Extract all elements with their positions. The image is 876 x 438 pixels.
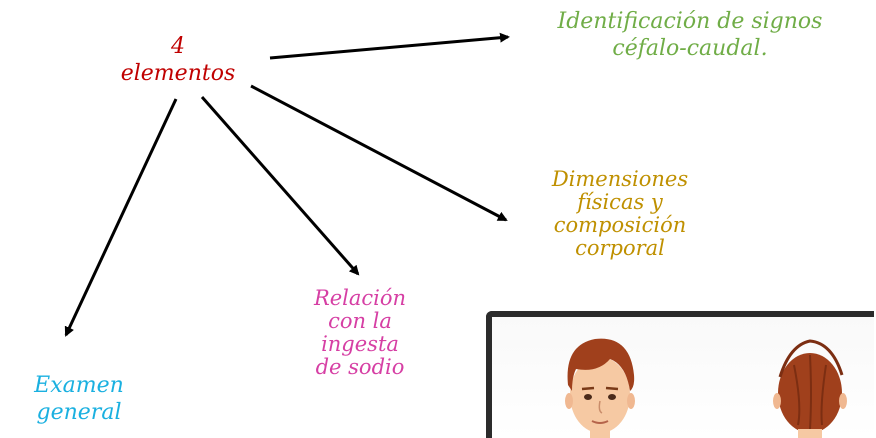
node-dimensiones: Dimensiones físicas y composición corpor… [551, 167, 689, 260]
head-back-illustration [773, 339, 847, 438]
arrow-to-relacion [200, 96, 360, 276]
arrow-to-dimensiones [250, 84, 508, 222]
face-front-illustration [565, 338, 635, 438]
head-illustration [486, 311, 874, 438]
center-node: 4 elementos [120, 34, 236, 86]
node-relacion: Relación con la ingesta de sodio [313, 286, 407, 379]
arrow-to-identificacion [269, 32, 510, 60]
arrow-to-examen [64, 98, 178, 337]
node-examen: Examen general [34, 373, 124, 425]
node-identificacion: Identificación de signos céfalo-caudal. [557, 9, 823, 61]
